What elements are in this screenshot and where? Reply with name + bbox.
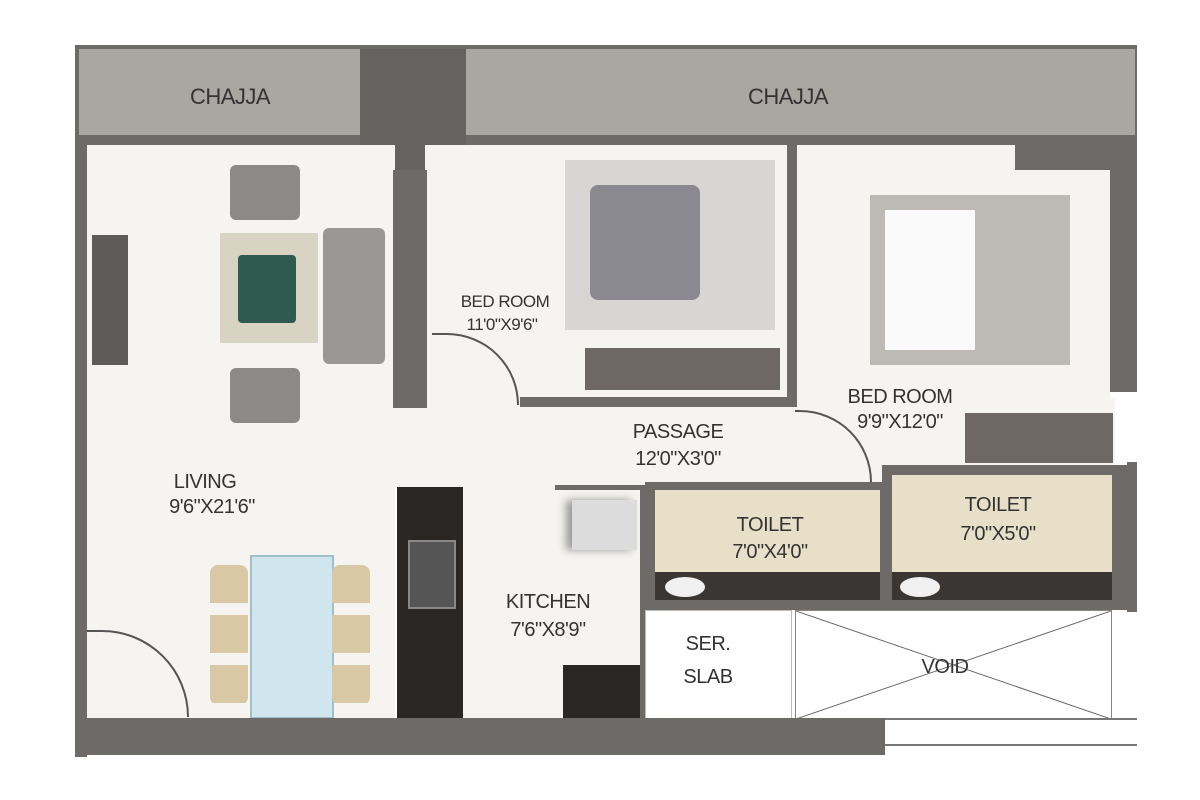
living-size: 9'6"X21'6" (169, 496, 255, 518)
toilet2-size: 7'0"X5'0" (960, 523, 1036, 545)
chajja-right (466, 49, 1135, 135)
toilet1-size: 7'0"X4'0" (732, 541, 808, 563)
toilet2-name: TOILET (964, 494, 1032, 516)
armchair (230, 165, 300, 220)
sofa (323, 228, 385, 364)
ser-slab-label-2: SLAB (683, 666, 733, 688)
bedroom1-size: 11'0"X9'6" (466, 315, 538, 334)
outer-wall-left (75, 135, 87, 757)
wall-right-lower (1127, 462, 1137, 612)
dining-chairs (332, 565, 370, 705)
wash-basin (900, 577, 940, 597)
wall-bedroom2-corner (1015, 140, 1137, 170)
wall-living-bedroom (393, 170, 427, 408)
wall-bedroom1-bottom (520, 397, 797, 407)
wardrobe (585, 348, 780, 390)
service-slab (645, 610, 792, 720)
kitchen-size: 7'6"X8'9" (510, 619, 586, 641)
wall-right (1110, 170, 1137, 392)
wardrobe (965, 413, 1113, 463)
outer-wall-bottom (75, 718, 885, 755)
passage-size: 12'0"X3'0" (635, 448, 721, 470)
armchair (230, 368, 300, 423)
void-label: VOID (921, 656, 969, 678)
ser-slab-label: SER. (685, 633, 731, 655)
toilet1-name: TOILET (736, 514, 804, 536)
wash-basin (665, 577, 705, 597)
dining-table (250, 555, 334, 719)
tv-unit (92, 235, 128, 365)
kitchen-name: KITCHEN (505, 591, 591, 613)
bed-mattress (885, 210, 975, 350)
bedroom2-name: BED ROOM (847, 386, 953, 408)
dining-chairs (210, 565, 248, 705)
chajja-right-label: CHAJJA (747, 84, 829, 109)
bedroom1-name: BED ROOM (460, 292, 550, 311)
blanket (590, 185, 700, 300)
bedroom2-size: 9'9"X12'0" (857, 411, 943, 433)
void-cross-icon (795, 610, 1112, 720)
kitchen-top-wall (555, 485, 645, 490)
sink-counter (563, 665, 643, 718)
void (795, 610, 1112, 720)
wall-bedroom1-right (787, 145, 797, 407)
fridge (572, 500, 637, 550)
outer-wall-bottom-right (885, 718, 1137, 746)
passage-name: PASSAGE (632, 421, 724, 443)
coffee-table (238, 255, 296, 323)
chajja-left (79, 49, 360, 135)
stove (408, 540, 456, 609)
living-name: LIVING (173, 471, 237, 493)
chajja-left-label: CHAJJA (189, 84, 271, 109)
